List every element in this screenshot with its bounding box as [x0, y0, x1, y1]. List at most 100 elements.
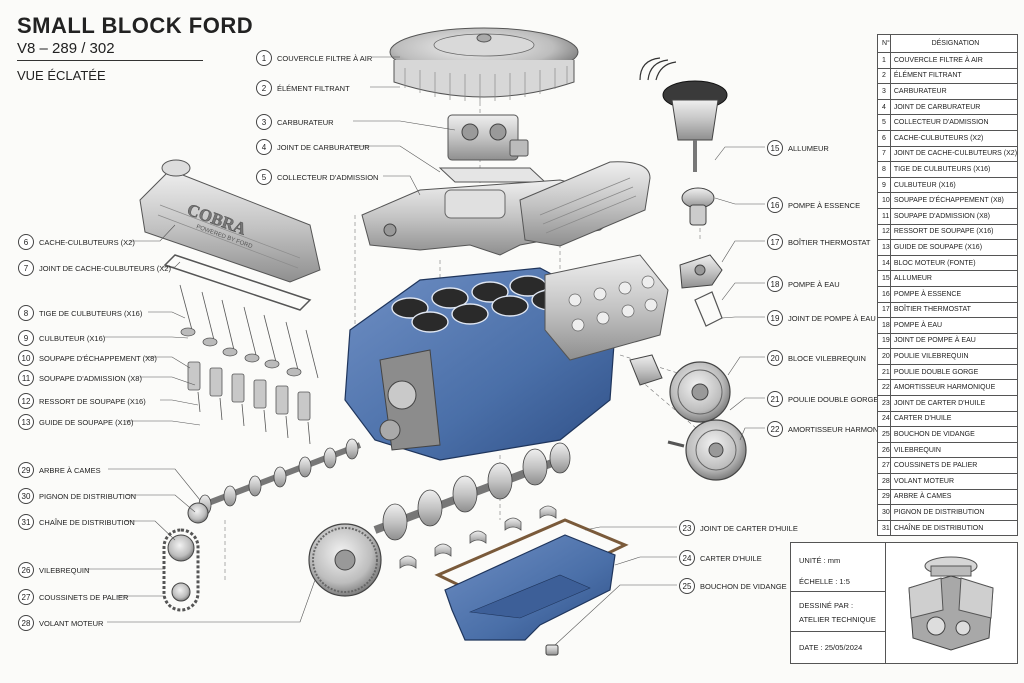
part-number-cell: 17 — [877, 301, 891, 319]
part-number-cell: 31 — [877, 519, 891, 537]
callout-number: 5 — [256, 169, 272, 185]
part-number-cell: 13 — [877, 239, 891, 256]
column-header-number: N° — [877, 34, 891, 53]
valve-cover-gasket — [163, 254, 312, 311]
part-number-cell: 28 — [877, 473, 891, 490]
part-designation-cell: ÉLÉMENT FILTRANT — [889, 67, 1019, 85]
callout-label: POMPE À ESSENCE — [788, 200, 861, 210]
callout-label: RESSORT DE SOUPAPE (X16) — [39, 396, 146, 406]
callout-label: SOUPAPE D'ADMISSION (X8) — [39, 373, 142, 383]
part-number-cell: 22 — [877, 379, 891, 397]
part-number-cell: 24 — [877, 410, 891, 428]
callout-label: JOINT DE CACHE-CULBUTEURS (X2) — [39, 263, 171, 273]
part-number-cell: 29 — [877, 488, 891, 506]
callout-label: VOLANT MOTEUR — [39, 618, 104, 628]
column-header-designation: DÉSIGNATION — [889, 34, 1019, 53]
part-designation-cell: GUIDE DE SOUPAPE (X16) — [889, 239, 1019, 256]
part-designation-cell: AMORTISSEUR HARMONIQUE — [889, 379, 1019, 397]
callout-label: POULIE DOUBLE GORGE — [788, 394, 879, 404]
callout-number: 10 — [18, 350, 34, 366]
oil-pan — [444, 534, 616, 641]
cobra-valve-cover: COBRA POWERED BY FORD — [139, 159, 321, 283]
part-number-cell: 25 — [877, 426, 891, 443]
part-designation-cell: POMPE À ESSENCE — [889, 285, 1019, 303]
callout-leader-lines — [85, 56, 765, 646]
callout-number: 21 — [767, 391, 783, 407]
callout-label: AMORTISSEUR HARMONIQUE — [788, 424, 897, 434]
callout-number: 8 — [18, 305, 34, 321]
callout-label: JOINT DE CARBURATEUR — [277, 142, 370, 152]
callout-label: VILEBREQUIN — [39, 565, 90, 575]
callout-number: 1 — [256, 50, 272, 66]
part-designation-cell: ARBRE À CAMES — [889, 488, 1019, 506]
callout-label: POMPE À EAU — [788, 279, 840, 289]
part-designation-cell: ALLUMEUR — [889, 270, 1019, 287]
crank-pulley — [669, 361, 731, 423]
callout-label: CHAÎNE DE DISTRIBUTION — [39, 517, 135, 527]
title-block-divider — [791, 591, 885, 592]
timing-sprocket — [187, 502, 209, 524]
part-number-cell: 7 — [877, 145, 891, 163]
part-number-cell: 23 — [877, 395, 891, 412]
part-number-cell: 21 — [877, 363, 891, 381]
part-number-cell: 3 — [877, 83, 891, 100]
callout-number: 17 — [767, 234, 783, 250]
callout-label: JOINT DE CARTER D'HUILE — [700, 523, 798, 533]
part-number-cell: 26 — [877, 441, 891, 459]
callout-number: 28 — [18, 615, 34, 631]
callout-number: 30 — [18, 488, 34, 504]
callout-31: 31 CHAÎNE DE DISTRIBUTION — [18, 514, 135, 530]
view-label: VUE ÉCLATÉE — [17, 68, 106, 83]
callout-label: CARTER D'HUILE — [700, 553, 762, 563]
part-designation-cell: BOUCHON DE VIDANGE — [889, 426, 1019, 443]
callout-number: 15 — [767, 140, 783, 156]
callout-number: 27 — [18, 589, 34, 605]
part-designation-cell: CULBUTEUR (X16) — [889, 176, 1019, 194]
crankshaft — [373, 442, 571, 541]
callout-number: 2 — [256, 80, 272, 96]
callout-number: 31 — [18, 514, 34, 530]
date-label: DATE : 25/05/2024 — [799, 643, 863, 652]
callout-label: COUSSINETS DE PALIER — [39, 592, 129, 602]
main-bearings — [399, 505, 557, 569]
callout-number: 11 — [18, 370, 34, 386]
drawing-subtitle: V8 – 289 / 302 — [17, 40, 115, 57]
unit-label: UNITÉ : mm — [799, 556, 841, 565]
part-number-cell: 10 — [877, 192, 891, 209]
callout-15: 15 ALLUMEUR — [767, 140, 829, 156]
part-designation-cell: RESSORT DE SOUPAPE (X16) — [889, 223, 1019, 241]
callout-label: ARBRE À CAMES — [39, 465, 101, 475]
part-designation-cell: VOLANT MOTEUR — [889, 473, 1019, 490]
callout-number: 13 — [18, 414, 34, 430]
scale-label: ÉCHELLE : 1:5 — [799, 577, 850, 586]
part-designation-cell: JOINT DE POMPE À EAU — [889, 332, 1019, 350]
callout-label: ALLUMEUR — [788, 143, 829, 153]
drawn-by-label: DESSINÉ PAR : — [799, 601, 854, 610]
part-designation-cell: COUSSINETS DE PALIER — [889, 457, 1019, 475]
part-designation-cell: POMPE À EAU — [889, 317, 1019, 334]
part-number-cell: 30 — [877, 504, 891, 521]
